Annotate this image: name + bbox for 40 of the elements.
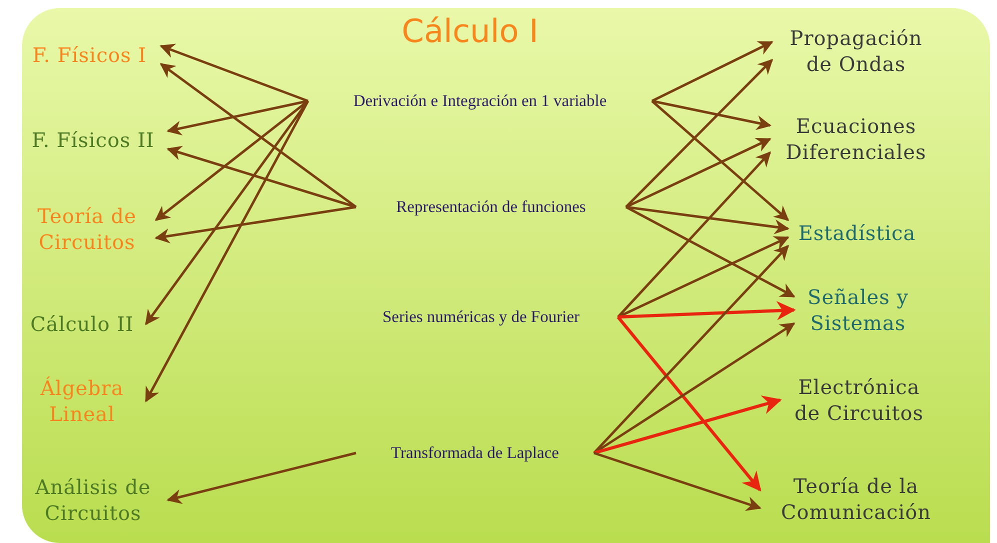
arrow	[594, 452, 762, 511]
course-label: F. Físicos II	[32, 127, 154, 153]
course-label: Teoría de la Comunicación	[780, 473, 932, 525]
topic-label: Representación de funciones	[396, 197, 586, 217]
arrow	[144, 100, 310, 402]
arrow	[618, 301, 796, 320]
arrow	[594, 396, 782, 455]
arrow	[593, 322, 796, 454]
arrow	[616, 316, 762, 492]
arrow	[651, 100, 790, 221]
arrow	[154, 100, 309, 221]
arrow	[625, 58, 774, 208]
course-label: Estadística	[798, 220, 916, 246]
diagram-title: Cálculo I	[400, 12, 540, 50]
topic-label: Series numéricas y de Fourier	[382, 307, 580, 327]
arrow	[166, 452, 356, 504]
course-label: Cálculo II	[30, 311, 134, 337]
arrow	[160, 44, 308, 102]
arrow	[160, 63, 357, 208]
course-label: Electrónica de Circuitos	[793, 374, 925, 426]
course-label: Teoría de Circuitos	[36, 203, 138, 255]
arrow	[593, 244, 790, 454]
course-label: F. Físicos I	[32, 42, 147, 68]
arrow	[166, 100, 308, 136]
topic-label: Transformada de Laplace	[391, 443, 559, 463]
arrow	[652, 100, 772, 130]
course-label: Ecuaciones Diferenciales	[784, 113, 928, 165]
arrow	[617, 151, 772, 318]
course-label: Señales y Sistemas	[806, 284, 910, 336]
course-label: Análisis de Circuitos	[34, 474, 152, 526]
course-label: Álgebra Lineal	[39, 375, 125, 427]
arrow	[651, 40, 774, 102]
arrow	[625, 206, 796, 298]
topic-label: Derivación e Integración en 1 variable	[353, 91, 607, 111]
arrow	[166, 146, 356, 208]
arrow	[154, 206, 356, 244]
arrow	[626, 206, 790, 234]
arrow	[625, 138, 772, 208]
course-label: Propagación de Ondas	[788, 25, 924, 77]
arrow	[617, 236, 790, 318]
